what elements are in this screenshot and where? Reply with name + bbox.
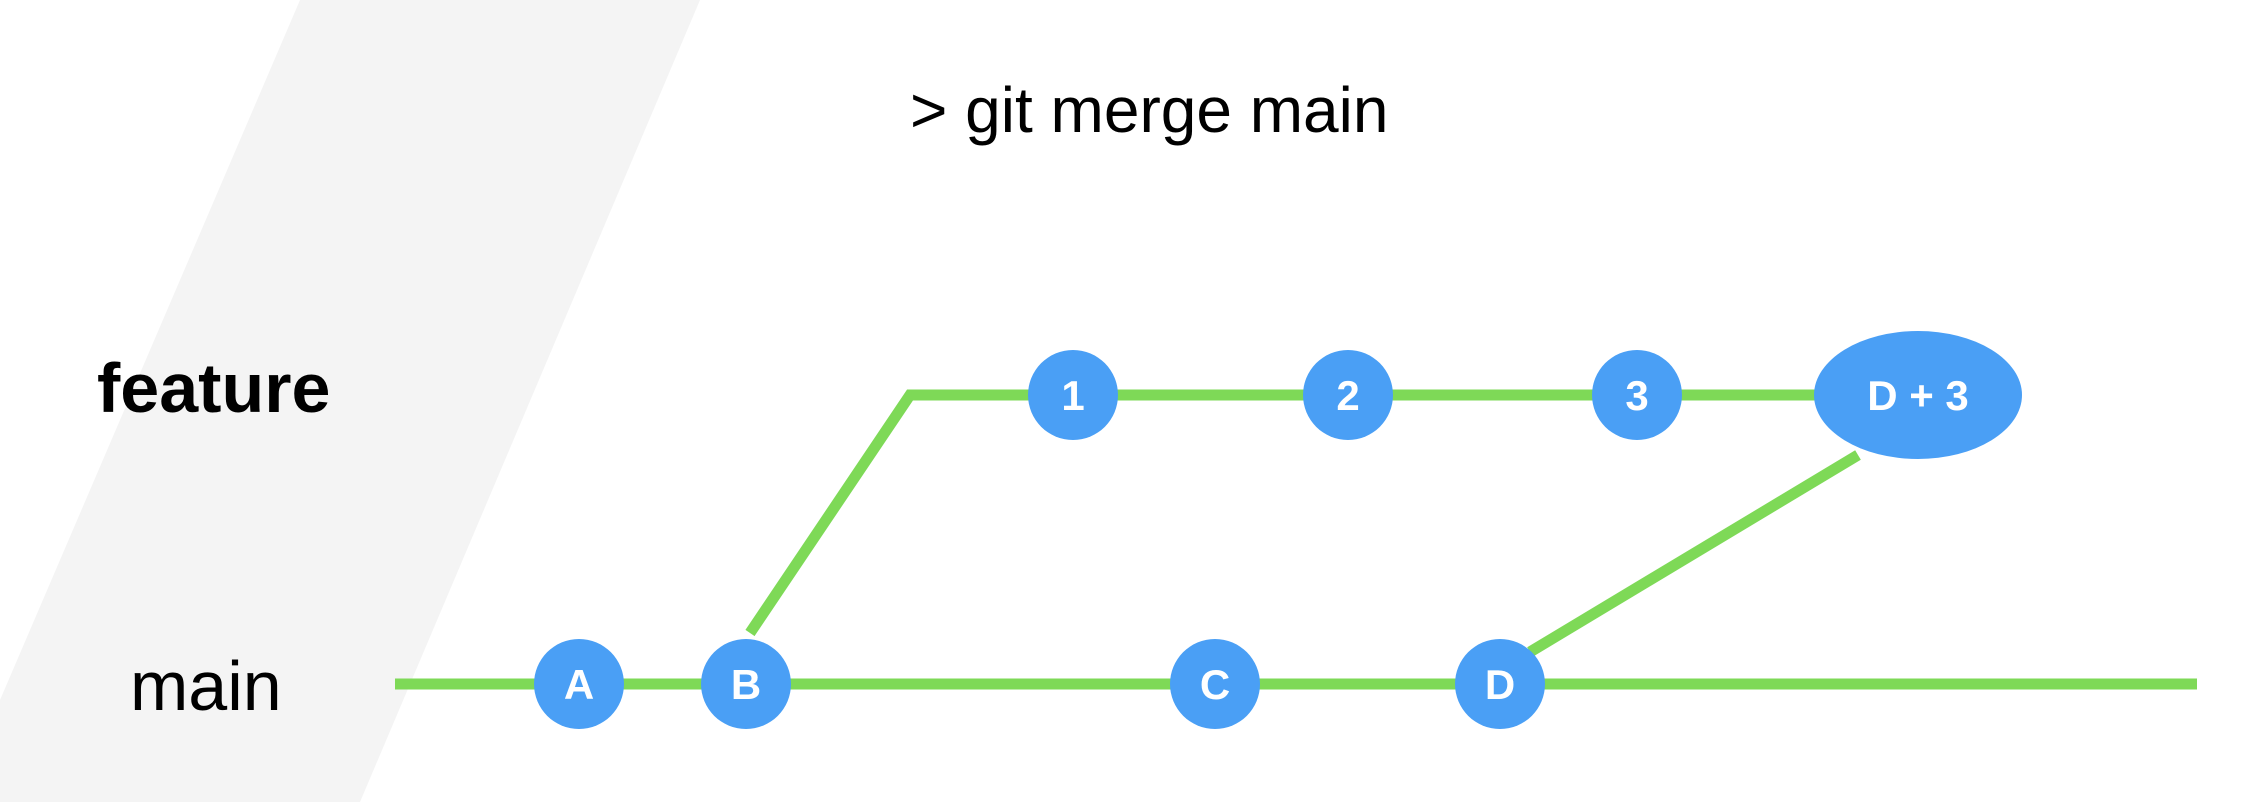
commit-node-d: D [1455, 639, 1545, 729]
background-band [0, 0, 700, 802]
merge-commit-label: D + 3 [1867, 372, 1969, 419]
branch-label-main: main [130, 647, 282, 725]
commit-label-3: 3 [1625, 372, 1648, 419]
commit-label-1: 1 [1061, 372, 1084, 419]
commit-label-b: B [731, 661, 761, 708]
commit-node-2: 2 [1303, 350, 1393, 440]
commit-node-b: B [701, 639, 791, 729]
merge-commit-node: D + 3 [1814, 331, 2022, 459]
commit-label-a: A [564, 661, 594, 708]
commit-node-1: 1 [1028, 350, 1118, 440]
commit-node-c: C [1170, 639, 1260, 729]
feature-branch-line [745, 389, 1870, 637]
branch-label-feature: feature [97, 349, 330, 427]
commit-node-a: A [534, 639, 624, 729]
command-title: > git merge main [910, 74, 1388, 146]
commit-label-2: 2 [1336, 372, 1359, 419]
merge-edge-line [1527, 450, 1861, 657]
commit-node-3: 3 [1592, 350, 1682, 440]
commit-label-c: C [1200, 661, 1230, 708]
commit-label-d: D [1485, 661, 1515, 708]
